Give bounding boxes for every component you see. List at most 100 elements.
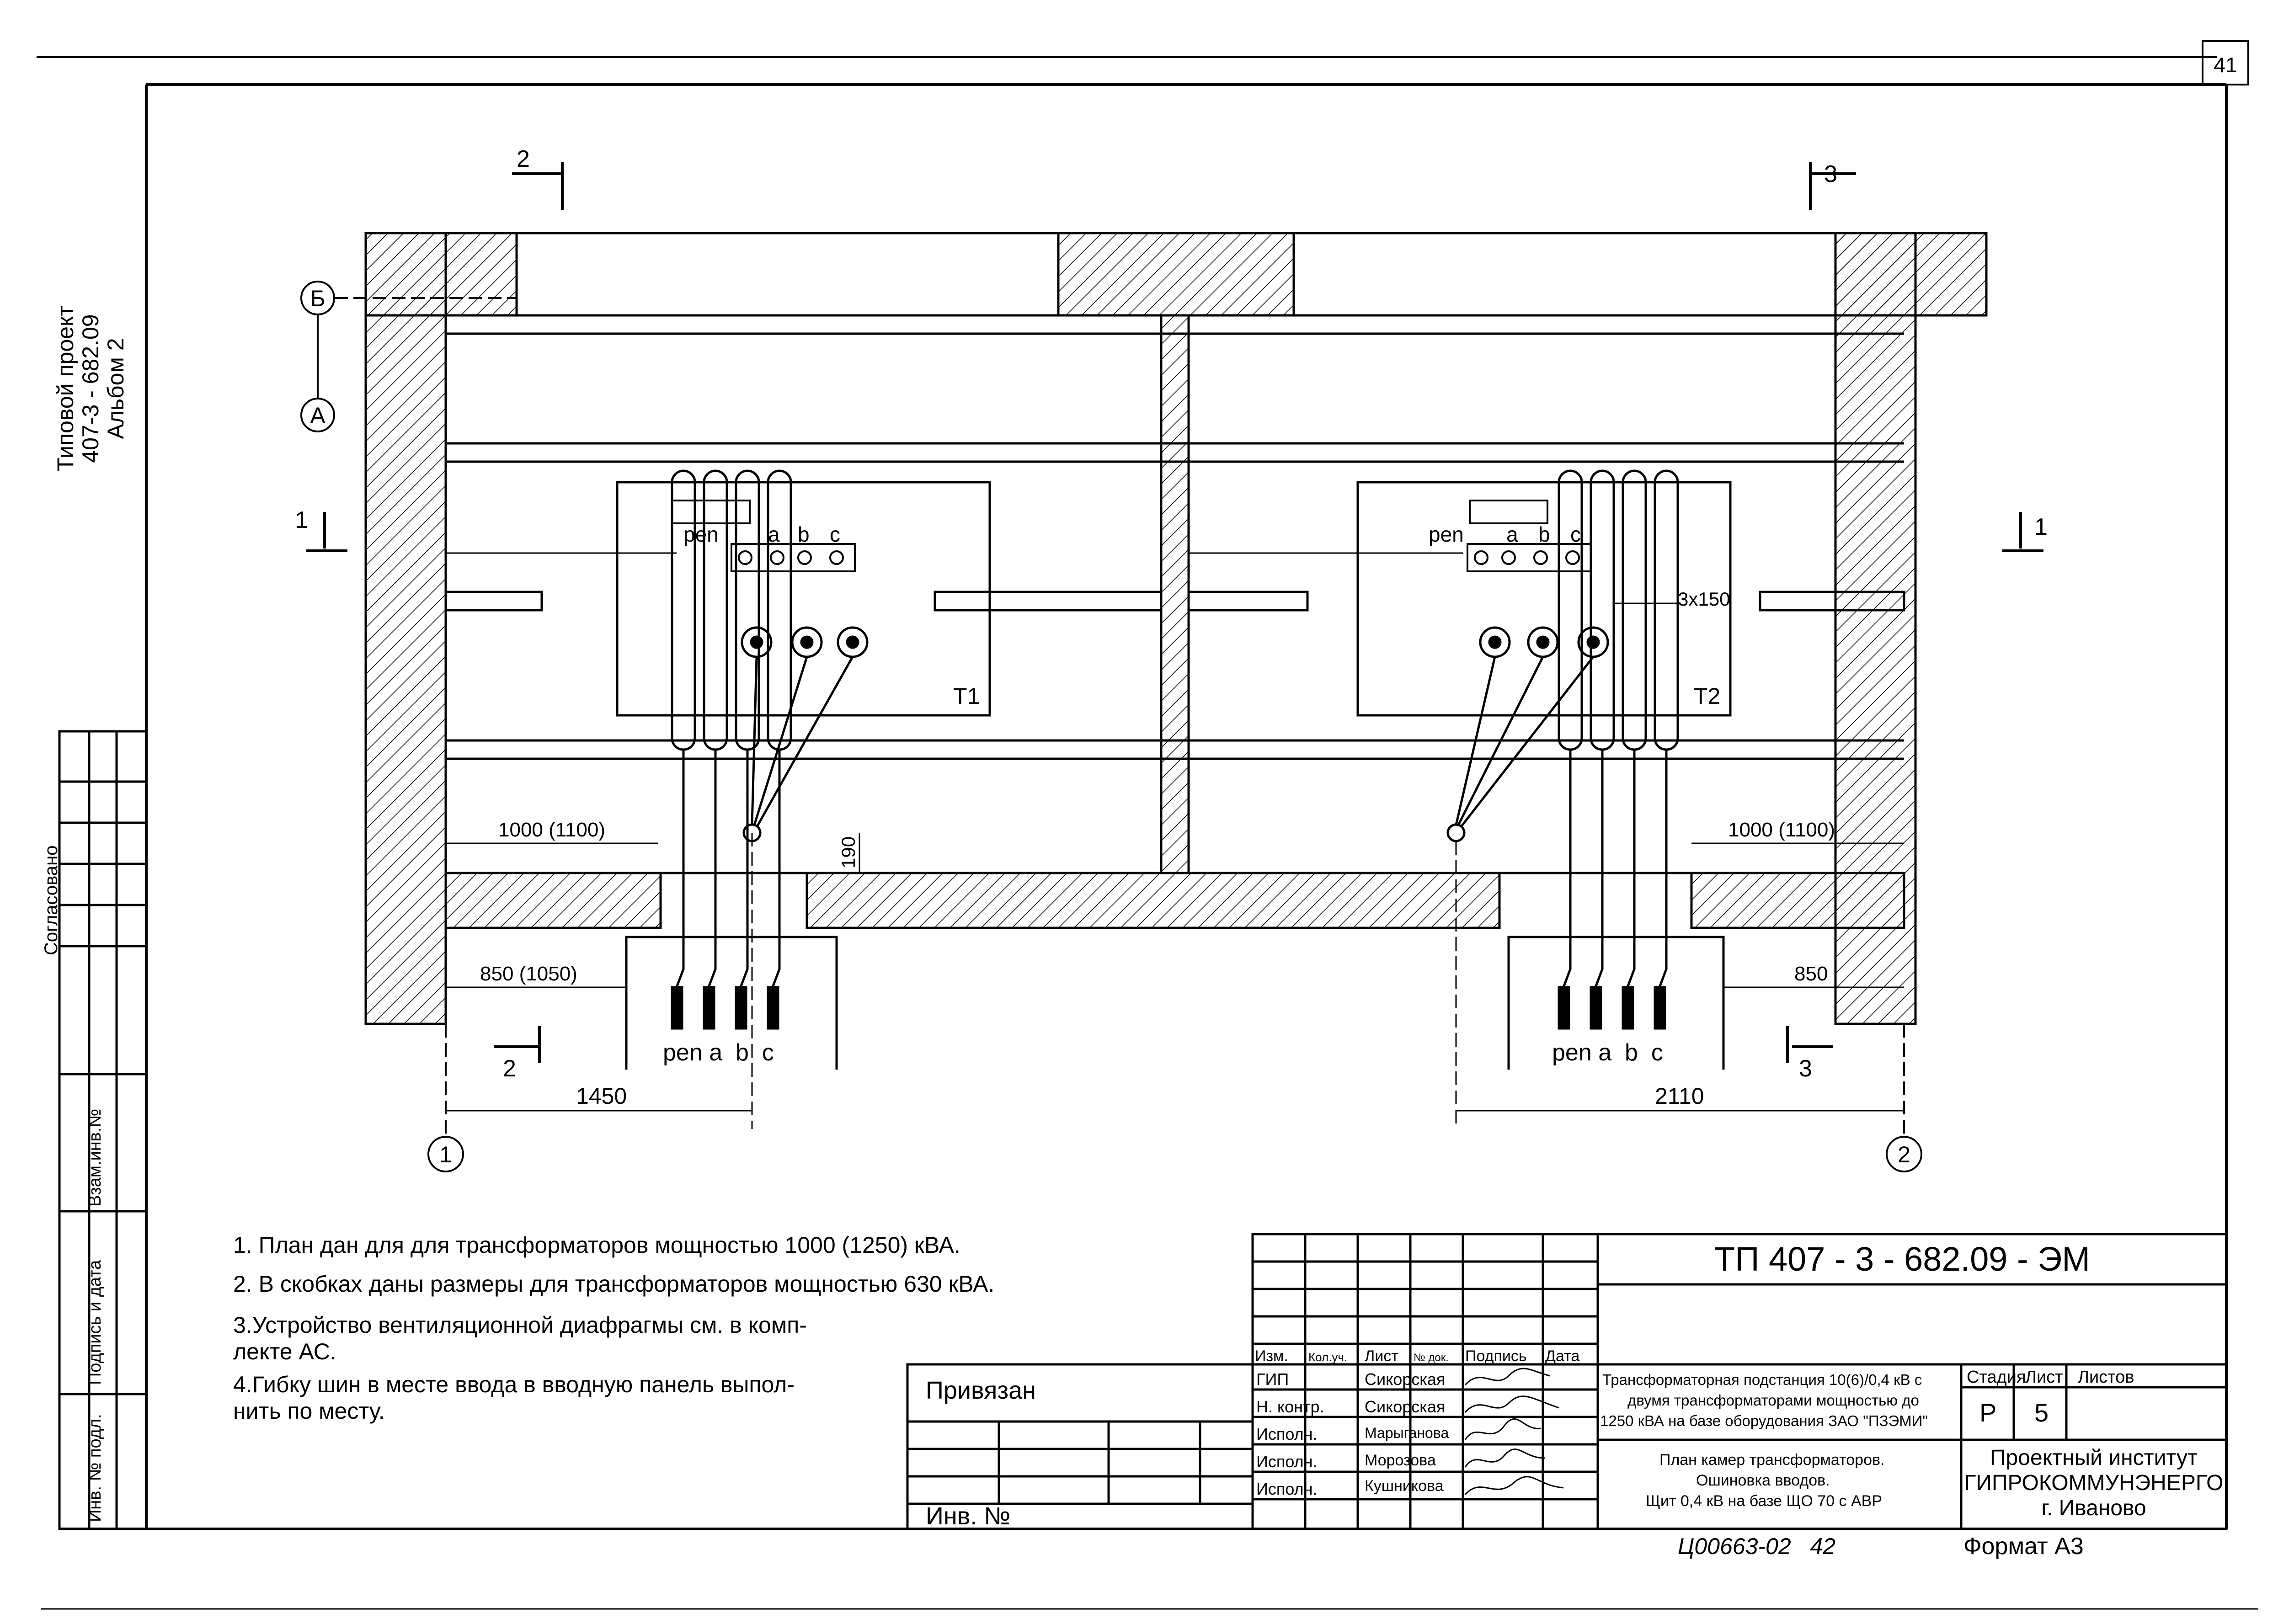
axis-a-label: А — [310, 403, 325, 428]
svg-text:г. Иваново: г. Иваново — [2041, 1496, 2146, 1520]
stage-value: Р — [1979, 1398, 1996, 1427]
axis-markers — [300, 281, 1922, 1172]
dimension-lines — [446, 602, 1904, 1129]
side-stamp-line3: Альбом 2 — [103, 338, 128, 439]
institute: Проектный институт ГИПРОКОММУНЭНЕРГО г. … — [1964, 1446, 2224, 1520]
note-4: 4.Гибку шин в месте ввода в вводную пане… — [233, 1372, 795, 1424]
busbar-labels-bottom-right: pen a b c — [1552, 1039, 1663, 1066]
svg-text:Н. контр.: Н. контр. — [1256, 1397, 1324, 1416]
side-stamp-line1: Типовой проект — [53, 306, 78, 472]
bound-label: Привязан — [926, 1377, 1036, 1404]
label-ref-inv: Взам.инв.№ — [85, 1109, 105, 1207]
section-1-left: 1 — [295, 507, 308, 533]
svg-text:Сикорская: Сикорская — [1365, 1397, 1445, 1416]
format-label: Формат А3 — [1963, 1533, 2084, 1560]
section-2-top: 2 — [517, 146, 530, 172]
sheet-label: Лист — [2025, 1368, 2063, 1387]
section-2-bottom: 2 — [503, 1055, 516, 1082]
svg-text:Проектный институт: Проектный институт — [1990, 1446, 2198, 1470]
stage-label: Стадия — [1967, 1368, 2026, 1387]
dim-850-left: 850 (1050) — [480, 963, 577, 985]
dim-1000-right: 1000 (1100) — [1728, 819, 1835, 841]
dim-3x150: 3x150 — [1678, 588, 1730, 610]
wall-left — [364, 232, 447, 1025]
wall-top-left — [364, 232, 518, 317]
svg-text:1250 кВА на базе оборудования: 1250 кВА на базе оборудования ЗАО "ПЗЭМИ… — [1600, 1412, 1928, 1429]
svg-text:Морозова: Морозова — [1365, 1452, 1436, 1469]
svg-text:ГИП: ГИП — [1256, 1370, 1289, 1389]
sheet-value: 5 — [2034, 1398, 2049, 1427]
wall-bottom-left — [444, 872, 662, 929]
svg-text:Изм.: Изм. — [1255, 1347, 1288, 1365]
label-c-right: c — [1570, 522, 1581, 546]
label-sign-date: Подпись и дата — [85, 1260, 105, 1385]
busbars-left — [671, 469, 792, 1030]
transformer-t2-outline — [1356, 481, 1732, 717]
svg-text:Исполн.: Исполн. — [1256, 1425, 1318, 1443]
svg-text:Трансформаторная подстанция 10: Трансформаторная подстанция 10(6)/0,4 кВ… — [1602, 1371, 1922, 1388]
label-inv-orig: Инв. № подл. — [85, 1414, 105, 1522]
transformer-t2-label: T2 — [1694, 683, 1720, 709]
label-c-left: c — [830, 522, 840, 546]
title-headers: Изм. Кол.уч. Лист № док. Подпись Дата — [1255, 1347, 1579, 1365]
dim-1450: 1450 — [576, 1083, 627, 1109]
svg-text:Марыганова: Марыганова — [1365, 1425, 1449, 1441]
section-1-right: 1 — [2034, 514, 2048, 540]
dim-1000-left: 1000 (1100) — [498, 819, 605, 841]
section-3-bottom: 3 — [1799, 1055, 1812, 1082]
label-b-right: b — [1538, 522, 1550, 546]
svg-text:Исполн.: Исполн. — [1256, 1480, 1318, 1498]
chamber-lines — [444, 314, 1905, 1070]
section-marks — [306, 162, 2043, 1063]
axis-1-label: 1 — [439, 1142, 452, 1167]
axis-2-label: 2 — [1898, 1142, 1910, 1167]
wall-top-middle — [1057, 232, 1295, 317]
wall-partition — [1160, 314, 1190, 874]
svg-text:Дата: Дата — [1545, 1347, 1579, 1365]
svg-text:ГИПРОКОММУНЭНЕРГО: ГИПРОКОММУНЭНЕРГО — [1964, 1471, 2224, 1495]
svg-text:Исполн.: Исполн. — [1256, 1452, 1318, 1471]
label-a-left: a — [768, 522, 780, 546]
label-pen-right: pen — [1429, 522, 1464, 546]
doc-code: ТП 407 - 3 - 682.09 - ЭМ — [1714, 1240, 2090, 1278]
svg-text:Подпись: Подпись — [1465, 1347, 1527, 1365]
signatures — [1464, 1368, 1564, 1495]
svg-text:Лист: Лист — [1365, 1347, 1398, 1365]
transformer-t1-outline — [616, 481, 991, 717]
note-2: 2. В скобках даны размеры для трансформа… — [233, 1271, 995, 1297]
wall-bottom-middle — [806, 872, 1501, 929]
handwritten-code: Ц00663-02 42 — [1678, 1533, 1835, 1559]
bushings — [741, 626, 1609, 842]
label-b-left: b — [798, 522, 810, 546]
left-approval-column — [58, 730, 148, 1530]
transformer-t1-label: T1 — [953, 683, 980, 709]
sheet-description: План камер трансформаторов. Ошиновка вво… — [1646, 1451, 1885, 1510]
project-description: Трансформаторная подстанция 10(6)/0,4 кВ… — [1600, 1371, 1928, 1429]
svg-text:Кол.уч.: Кол.уч. — [1308, 1350, 1347, 1364]
svg-text:Кушникова: Кушникова — [1365, 1477, 1444, 1495]
svg-text:двумя трансформаторами мощност: двумя трансформаторами мощностью до — [1627, 1392, 1919, 1409]
busbar-labels-bottom-left: pen a b c — [663, 1039, 774, 1066]
busbar-labels-top: pen a b c pen a b c — [683, 522, 1581, 546]
dim-2110: 2110 — [1655, 1083, 1704, 1109]
inv-no-label: Инв. № — [926, 1502, 1010, 1530]
wall-bottom-right — [1690, 872, 1905, 929]
sheets-label: Листов — [2078, 1368, 2134, 1387]
title-roles: ГИП Н. контр. Исполн. Исполн. Исполн. — [1256, 1370, 1324, 1498]
label-pen-left: pen — [683, 522, 719, 546]
dim-190: 190 — [838, 836, 859, 868]
section-3-top: 3 — [1824, 161, 1837, 187]
svg-text:№ док.: № док. — [1414, 1352, 1449, 1364]
side-stamp-line2: 407-3 - 682.09 — [78, 314, 103, 463]
svg-text:Щит 0,4 кВ на базе ЩО 70 с АВР: Щит 0,4 кВ на базе ЩО 70 с АВР — [1646, 1492, 1882, 1510]
svg-text:План камер трансформаторов.: План камер трансформаторов. — [1659, 1451, 1885, 1469]
page-number: 41 — [2214, 53, 2237, 77]
wall-top-right — [1834, 232, 1988, 317]
page-number-box: 41 — [2202, 40, 2249, 85]
label-agreed: Согласовано — [41, 845, 61, 955]
side-stamp: Типовой проект 407-3 - 682.09 Альбом 2 — [53, 306, 128, 472]
note-1: 1. План дан для для трансформаторов мощн… — [233, 1232, 960, 1258]
dim-850-right: 850 — [1794, 963, 1828, 985]
title-block — [906, 1233, 2228, 1530]
